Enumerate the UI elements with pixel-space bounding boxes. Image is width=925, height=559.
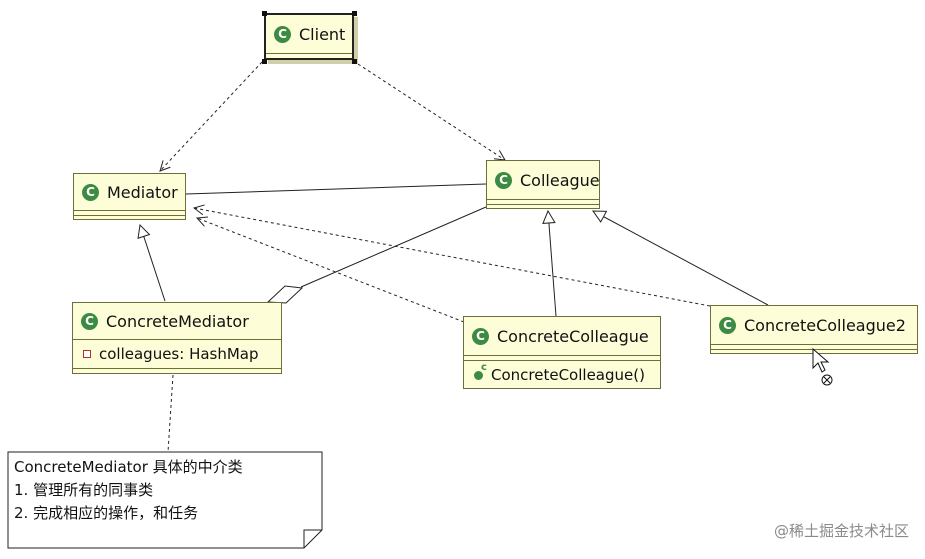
- selection-handle-br[interactable]: [352, 59, 357, 64]
- class-name: ConcreteColleague: [497, 326, 649, 346]
- dependency-client-mediator: [160, 61, 263, 171]
- generalization-concretemediator-mediator: [137, 223, 166, 302]
- selection-handle-tr[interactable]: [352, 11, 357, 16]
- class-icon: C: [719, 316, 736, 334]
- generalization-concretecolleague2-colleague: [592, 210, 769, 306]
- association-mediator-colleague: [185, 183, 487, 195]
- class-name: Mediator: [107, 182, 178, 202]
- selection-handle-tl[interactable]: [262, 11, 267, 16]
- class-icon: C: [472, 327, 489, 345]
- note-line-3: 2. 完成相应的操作，和任务: [14, 504, 199, 522]
- field-colleagues[interactable]: colleagues: HashMap: [73, 345, 269, 363]
- field-label: colleagues: HashMap: [99, 345, 259, 363]
- class-concrete-colleague2[interactable]: C ConcreteColleague2: [710, 305, 918, 354]
- selection-handle-bl[interactable]: [262, 59, 267, 64]
- note-concrete-mediator[interactable]: ConcreteMediator 具体的中介类 1. 管理所有的同事类 2. 完…: [8, 452, 322, 548]
- class-name: ConcreteColleague2: [744, 315, 906, 335]
- class-icon: C: [495, 171, 512, 189]
- note-line-1: ConcreteMediator 具体的中介类: [14, 458, 243, 476]
- class-icon: C: [82, 183, 99, 201]
- aggregation-concretemediator-colleague: [300, 206, 487, 288]
- dependency-client-colleague: [357, 63, 505, 160]
- mouse-cursor-icon: [812, 348, 833, 386]
- note-shape: [7, 451, 323, 549]
- note-connector: [167, 374, 174, 453]
- generalization-concretecolleague-colleague: [542, 209, 557, 317]
- note-line-2: 1. 管理所有的同事类: [14, 481, 154, 499]
- class-colleague[interactable]: C Colleague: [486, 160, 600, 209]
- method-constructor[interactable]: ConcreteColleague(): [464, 362, 655, 384]
- class-icon: C: [81, 312, 98, 330]
- note-fold: [303, 529, 322, 548]
- class-icon: C: [274, 25, 291, 43]
- constructor-icon: [474, 362, 487, 380]
- aggregation-diamond: [266, 285, 304, 304]
- watermark: @稀土掘金技术社区: [773, 522, 909, 540]
- private-field-icon: [83, 350, 91, 358]
- class-name: Colleague: [520, 170, 600, 190]
- method-label: ConcreteColleague(): [491, 366, 645, 384]
- class-name: Client: [299, 24, 346, 44]
- dependency-concretecolleague2-mediator: [194, 208, 711, 307]
- class-client[interactable]: C Client: [264, 13, 354, 60]
- class-name: ConcreteMediator: [106, 311, 249, 331]
- class-concrete-mediator[interactable]: C ConcreteMediator colleagues: HashMap: [72, 302, 282, 374]
- class-concrete-colleague[interactable]: C ConcreteColleague ConcreteColleague(): [463, 316, 661, 389]
- class-mediator[interactable]: C Mediator: [73, 173, 186, 220]
